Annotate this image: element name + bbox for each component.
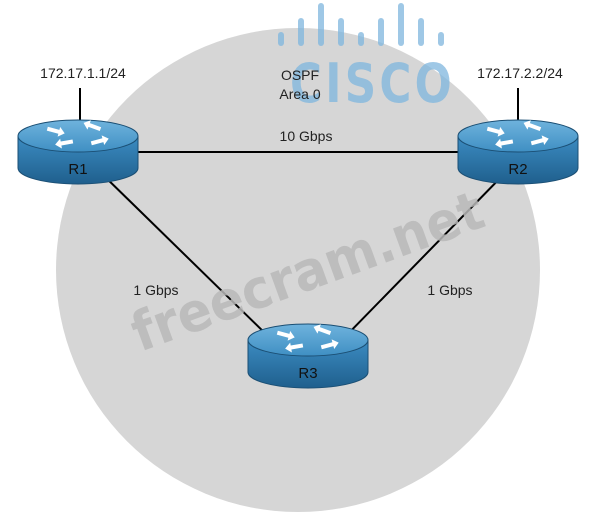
router-r1-label: R1 — [68, 161, 87, 178]
ospf-area-circle — [56, 28, 540, 512]
cisco-brand-text: CISCO — [290, 52, 455, 115]
area-id-label: Area 0 — [279, 86, 320, 102]
link-r1-r2-label: 10 Gbps — [280, 128, 333, 144]
link-r2-r3 — [339, 169, 509, 343]
router-r2[interactable]: R2 — [458, 118, 578, 184]
link-r1-r3 — [97, 169, 273, 341]
area-protocol-label: OSPF — [281, 67, 319, 83]
router-r2-label: R2 — [508, 161, 527, 178]
r2-address-label: 172.17.2.2/24 — [477, 65, 563, 81]
router-r1[interactable]: R1 — [18, 118, 138, 184]
router-r3[interactable]: R3 — [248, 322, 368, 388]
link-r2-r3-label: 1 Gbps — [427, 282, 472, 298]
link-r1-r3-label: 1 Gbps — [133, 282, 178, 298]
cisco-logo-watermark: CISCO — [278, 3, 455, 115]
router-r3-label: R3 — [298, 365, 317, 382]
r1-address-label: 172.17.1.1/24 — [40, 65, 126, 81]
